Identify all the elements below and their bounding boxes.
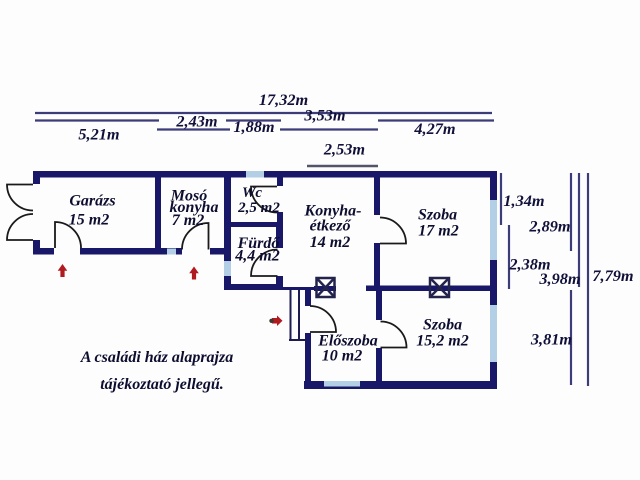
- svg-text:15,2 m2: 15,2 m2: [416, 333, 468, 350]
- svg-text:tájékoztató jellegű.: tájékoztató jellegű.: [100, 376, 224, 393]
- svg-text:7 m2: 7 m2: [172, 212, 204, 229]
- svg-text:14 m2: 14 m2: [310, 234, 350, 251]
- svg-text:17,32m: 17,32m: [259, 90, 308, 109]
- svg-text:Garázs: Garázs: [69, 193, 115, 210]
- svg-text:1,88m: 1,88m: [233, 117, 274, 136]
- svg-text:10 m2: 10 m2: [322, 348, 362, 365]
- svg-text:1,34m: 1,34m: [503, 191, 544, 210]
- svg-text:Szoba: Szoba: [418, 207, 457, 224]
- svg-text:2,43m: 2,43m: [175, 112, 217, 131]
- svg-text:2,89m: 2,89m: [528, 217, 570, 236]
- svg-text:étkező: étkező: [310, 218, 352, 235]
- svg-text:Fürdő: Fürdő: [237, 235, 281, 252]
- svg-text:A családi ház alaprajza: A családi ház alaprajza: [80, 349, 233, 366]
- svg-text:konyha: konyha: [170, 199, 219, 216]
- svg-text:Wc: Wc: [242, 185, 262, 201]
- svg-text:2,38m: 2,38m: [508, 255, 550, 274]
- svg-text:2,5 m2: 2,5 m2: [237, 200, 280, 216]
- svg-text:4,27m: 4,27m: [413, 119, 455, 138]
- svg-text:17 m2: 17 m2: [418, 223, 458, 240]
- svg-text:5,21m: 5,21m: [78, 125, 119, 144]
- svg-text:Mosó: Mosó: [170, 188, 207, 205]
- svg-text:3,81m: 3,81m: [530, 330, 572, 349]
- svg-text:Előszoba: Előszoba: [317, 333, 378, 350]
- svg-text:4,4 m2: 4,4 m2: [234, 248, 279, 265]
- svg-text:Szoba: Szoba: [423, 317, 462, 334]
- svg-text:Konyha-: Konyha-: [304, 203, 362, 220]
- svg-text:3,53m: 3,53m: [303, 106, 345, 125]
- svg-text:7,79m: 7,79m: [592, 266, 633, 285]
- svg-text:15 m2: 15 m2: [69, 212, 109, 229]
- svg-text:3,98m: 3,98m: [538, 269, 580, 288]
- svg-text:2,53m: 2,53m: [323, 140, 365, 159]
